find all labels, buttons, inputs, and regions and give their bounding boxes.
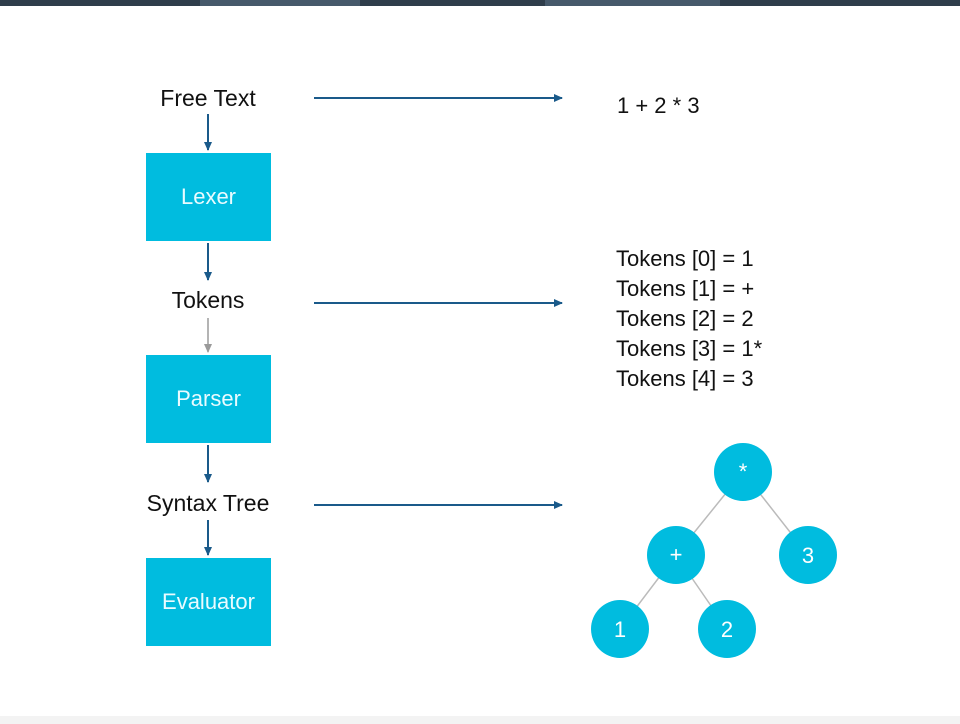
token-item: Tokens [2] = 2 <box>616 306 754 331</box>
token-item: Tokens [0] = 1 <box>616 246 754 271</box>
tree-node-left-label: + <box>670 542 683 567</box>
tree-node-left: + <box>647 526 705 584</box>
tree-node-root-label: * <box>739 459 748 484</box>
tree-node-left-left-label: 1 <box>614 617 626 642</box>
tree-node-right-label: 3 <box>802 543 814 568</box>
tree-node-left-right-label: 2 <box>721 617 733 642</box>
free-text-label: Free Text <box>160 85 256 111</box>
token-item: Tokens [4] = 3 <box>616 366 754 391</box>
tokens-label: Tokens <box>171 287 245 313</box>
tree-node-left-left: 1 <box>591 600 649 658</box>
parser-label: Parser <box>176 386 241 411</box>
parser-box: Parser <box>146 355 271 443</box>
top-strip-segment <box>200 0 360 6</box>
evaluator-box: Evaluator <box>146 558 271 646</box>
token-item: Tokens [1] = + <box>616 276 755 301</box>
tree-node-root: * <box>714 443 772 501</box>
window-top-strip <box>0 0 960 6</box>
tokens-list: Tokens [0] = 1 Tokens [1] = + Tokens [2]… <box>616 244 762 394</box>
top-strip-segment <box>545 0 720 6</box>
slide-bottom-edge <box>0 716 960 724</box>
lexer-label: Lexer <box>180 184 237 209</box>
evaluator-label: Evaluator <box>162 589 255 614</box>
expression-text: 1 + 2 * 3 <box>617 93 700 118</box>
syntax-tree-label: Syntax Tree <box>146 490 270 516</box>
slide: Free Text Lexer Tokens Parser Syntax Tre… <box>0 6 960 724</box>
tree-node-right: 3 <box>779 526 837 584</box>
lexer-box: Lexer <box>146 153 271 241</box>
tree-node-left-right: 2 <box>698 600 756 658</box>
token-item: Tokens [3] = 1* <box>616 336 763 361</box>
